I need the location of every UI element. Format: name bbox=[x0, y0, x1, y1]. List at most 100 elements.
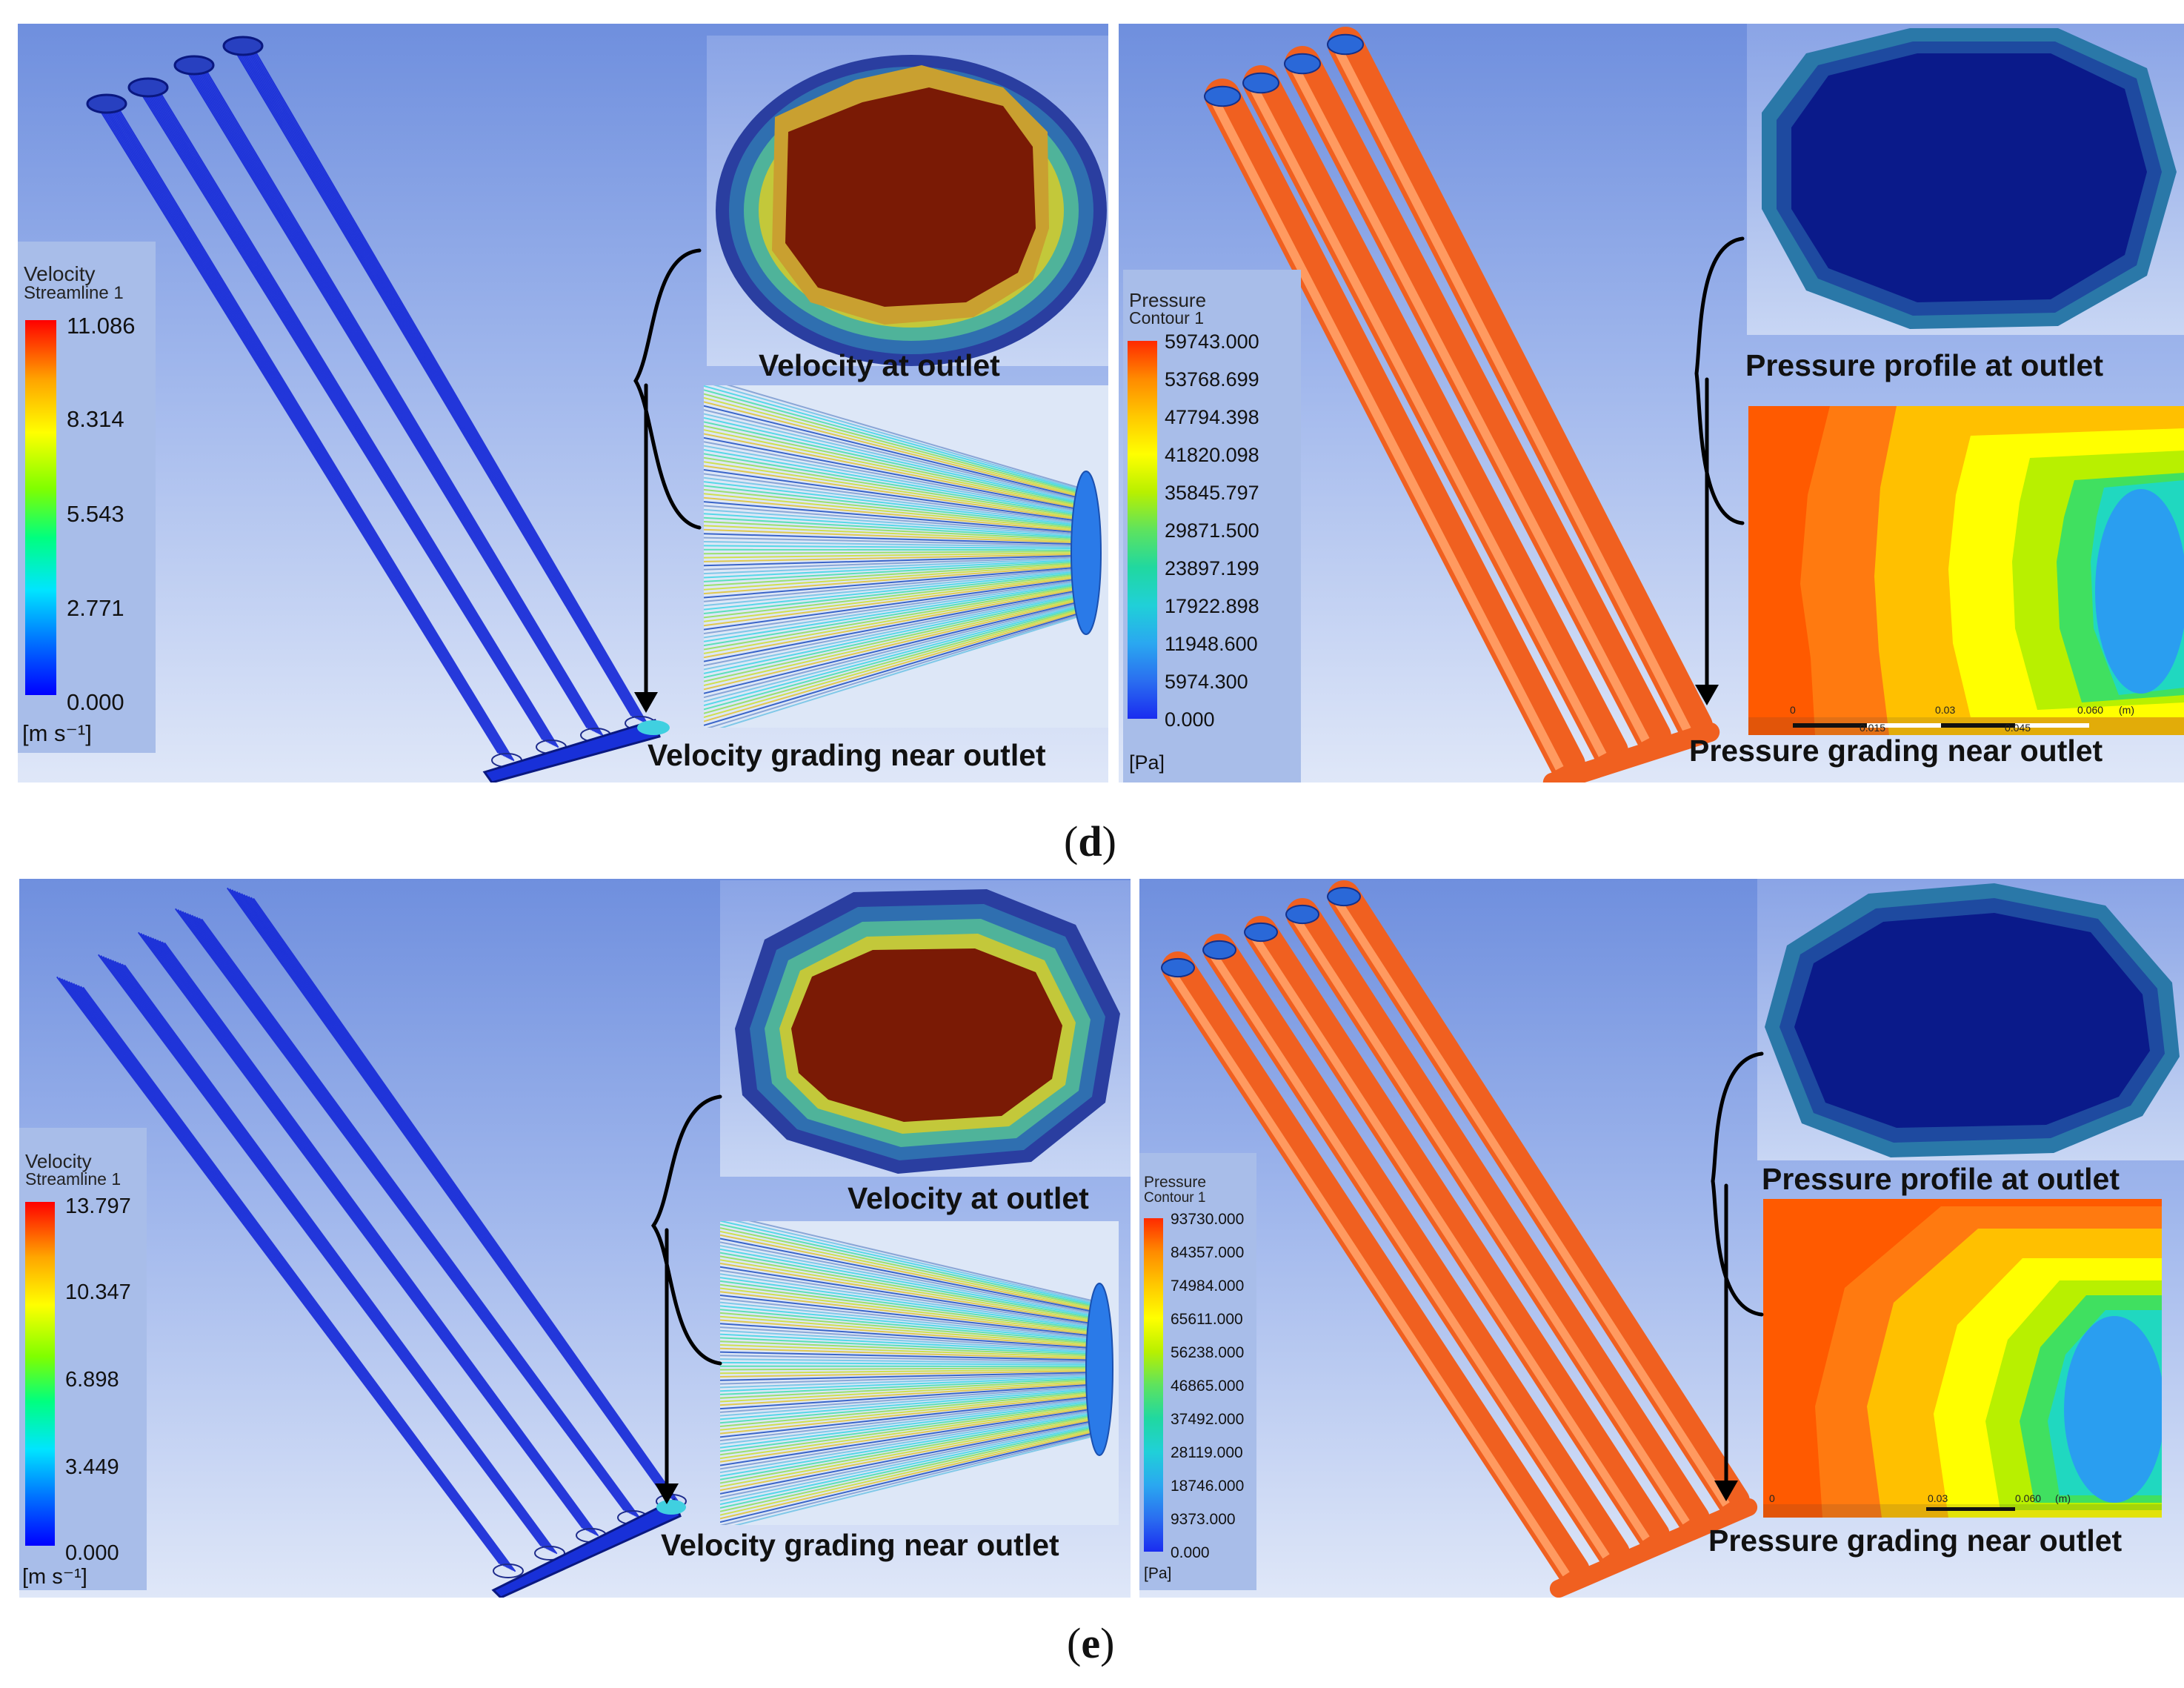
streamline bbox=[116, 961, 553, 1552]
streamline bbox=[82, 986, 516, 1572]
streamline bbox=[142, 84, 550, 743]
legend-tick: 10.347 bbox=[65, 1280, 131, 1304]
streamline bbox=[720, 1358, 1093, 1364]
streamline bbox=[704, 579, 1079, 634]
legend-tick: 18746.000 bbox=[1171, 1478, 1245, 1495]
streamline bbox=[720, 1283, 1093, 1332]
streamline bbox=[704, 571, 1079, 611]
streamline bbox=[233, 890, 668, 1497]
outlet-manifold bbox=[1542, 722, 1720, 782]
streamline bbox=[115, 107, 513, 761]
streamline bbox=[720, 1273, 1093, 1328]
streamline bbox=[704, 591, 1079, 667]
streamline bbox=[720, 1259, 1093, 1321]
streamline bbox=[164, 942, 599, 1537]
legend-subtitle: Streamline 1 bbox=[25, 1169, 121, 1189]
legend-title: Velocity bbox=[24, 262, 96, 285]
streamline bbox=[147, 935, 589, 1532]
streamline bbox=[704, 516, 1079, 539]
streamline bbox=[720, 1366, 1093, 1371]
scale-label: 0.03 bbox=[1935, 704, 1956, 716]
streamline bbox=[159, 91, 559, 748]
streamline bbox=[704, 585, 1079, 651]
streamline bbox=[238, 892, 670, 1498]
legend-tick: 9373.000 bbox=[1171, 1511, 1236, 1528]
streamline bbox=[243, 894, 673, 1500]
velocity-outlet-caption: Velocity at outlet bbox=[848, 1181, 1089, 1215]
legend-tick: 8.314 bbox=[67, 406, 124, 432]
outlet-disc bbox=[1085, 1283, 1113, 1456]
streamline bbox=[226, 887, 664, 1495]
streamline bbox=[233, 41, 636, 718]
streamline bbox=[193, 915, 636, 1517]
streamline bbox=[720, 1414, 1093, 1481]
scale-label: (m) bbox=[2119, 704, 2134, 716]
streamline bbox=[704, 592, 1079, 671]
streamline bbox=[188, 62, 594, 731]
streamline bbox=[704, 545, 1079, 550]
streamline bbox=[704, 493, 1079, 531]
streamline bbox=[109, 959, 549, 1550]
streamline bbox=[196, 917, 638, 1518]
streamline bbox=[720, 1355, 1093, 1363]
streamline bbox=[704, 481, 1079, 526]
streamline bbox=[235, 42, 637, 719]
pipe bbox=[1162, 951, 1590, 1587]
pressure-grading-caption: Pressure grading near outlet bbox=[1689, 734, 2103, 768]
streamline bbox=[720, 1309, 1093, 1343]
streamline bbox=[106, 103, 507, 758]
streamline bbox=[142, 934, 587, 1530]
outlet-disc bbox=[1071, 471, 1102, 635]
streamline bbox=[704, 429, 1079, 508]
pressure-grading-inset-d: 0 0.03 0.060 (m) 0.015 0.045 bbox=[1748, 406, 2184, 735]
streamline bbox=[720, 1333, 1093, 1354]
streamline bbox=[704, 604, 1079, 702]
streamline bbox=[720, 1420, 1093, 1495]
streamline bbox=[704, 456, 1079, 518]
inlet-cap bbox=[173, 55, 215, 76]
streamline bbox=[100, 955, 544, 1547]
pipe-highlight bbox=[1208, 951, 1610, 1559]
streamline bbox=[704, 599, 1079, 691]
streamline bbox=[720, 1375, 1093, 1389]
pipe-highlight bbox=[1250, 933, 1650, 1541]
streamline bbox=[704, 513, 1079, 538]
legend-tick: 11.086 bbox=[67, 313, 136, 339]
velocity-grading-caption: Velocity grading near outlet bbox=[661, 1528, 1059, 1562]
streamline bbox=[704, 485, 1079, 528]
streamline bbox=[704, 501, 1079, 534]
velocity-streamlines-e bbox=[56, 887, 687, 1598]
streamline bbox=[704, 611, 1079, 722]
subfigure-label-d: (d) bbox=[1064, 817, 1116, 865]
streamline bbox=[704, 601, 1079, 694]
streamline bbox=[704, 461, 1079, 519]
streamline bbox=[720, 1389, 1093, 1424]
legend-tick: 0.000 bbox=[1165, 708, 1215, 731]
streamline bbox=[704, 521, 1079, 541]
streamline bbox=[720, 1408, 1093, 1466]
streamline bbox=[70, 982, 509, 1569]
legend-tick: 3.449 bbox=[65, 1455, 119, 1479]
streamline bbox=[244, 46, 642, 722]
streamline bbox=[245, 894, 675, 1501]
streamline bbox=[253, 897, 679, 1503]
streamline bbox=[720, 1234, 1093, 1311]
streamline bbox=[704, 496, 1079, 532]
streamline bbox=[720, 1266, 1093, 1325]
pressure-grading-caption: Pressure grading near outlet bbox=[1708, 1523, 2123, 1558]
outlet-glow bbox=[656, 1500, 686, 1515]
streamline bbox=[121, 963, 556, 1554]
streamline bbox=[205, 69, 604, 737]
streamline bbox=[720, 1382, 1093, 1406]
streamline bbox=[720, 1347, 1093, 1360]
pipe bbox=[1203, 934, 1630, 1569]
streamline bbox=[720, 1432, 1093, 1523]
legend-unit: [m s⁻¹] bbox=[22, 720, 92, 746]
streamline bbox=[720, 1423, 1093, 1502]
legend-tick: 93730.000 bbox=[1171, 1211, 1245, 1228]
streamline bbox=[140, 84, 548, 742]
streamline bbox=[704, 525, 1079, 542]
streamline bbox=[704, 582, 1079, 642]
streamline bbox=[720, 1422, 1093, 1498]
legend-unit: [Pa] bbox=[1144, 1565, 1172, 1582]
